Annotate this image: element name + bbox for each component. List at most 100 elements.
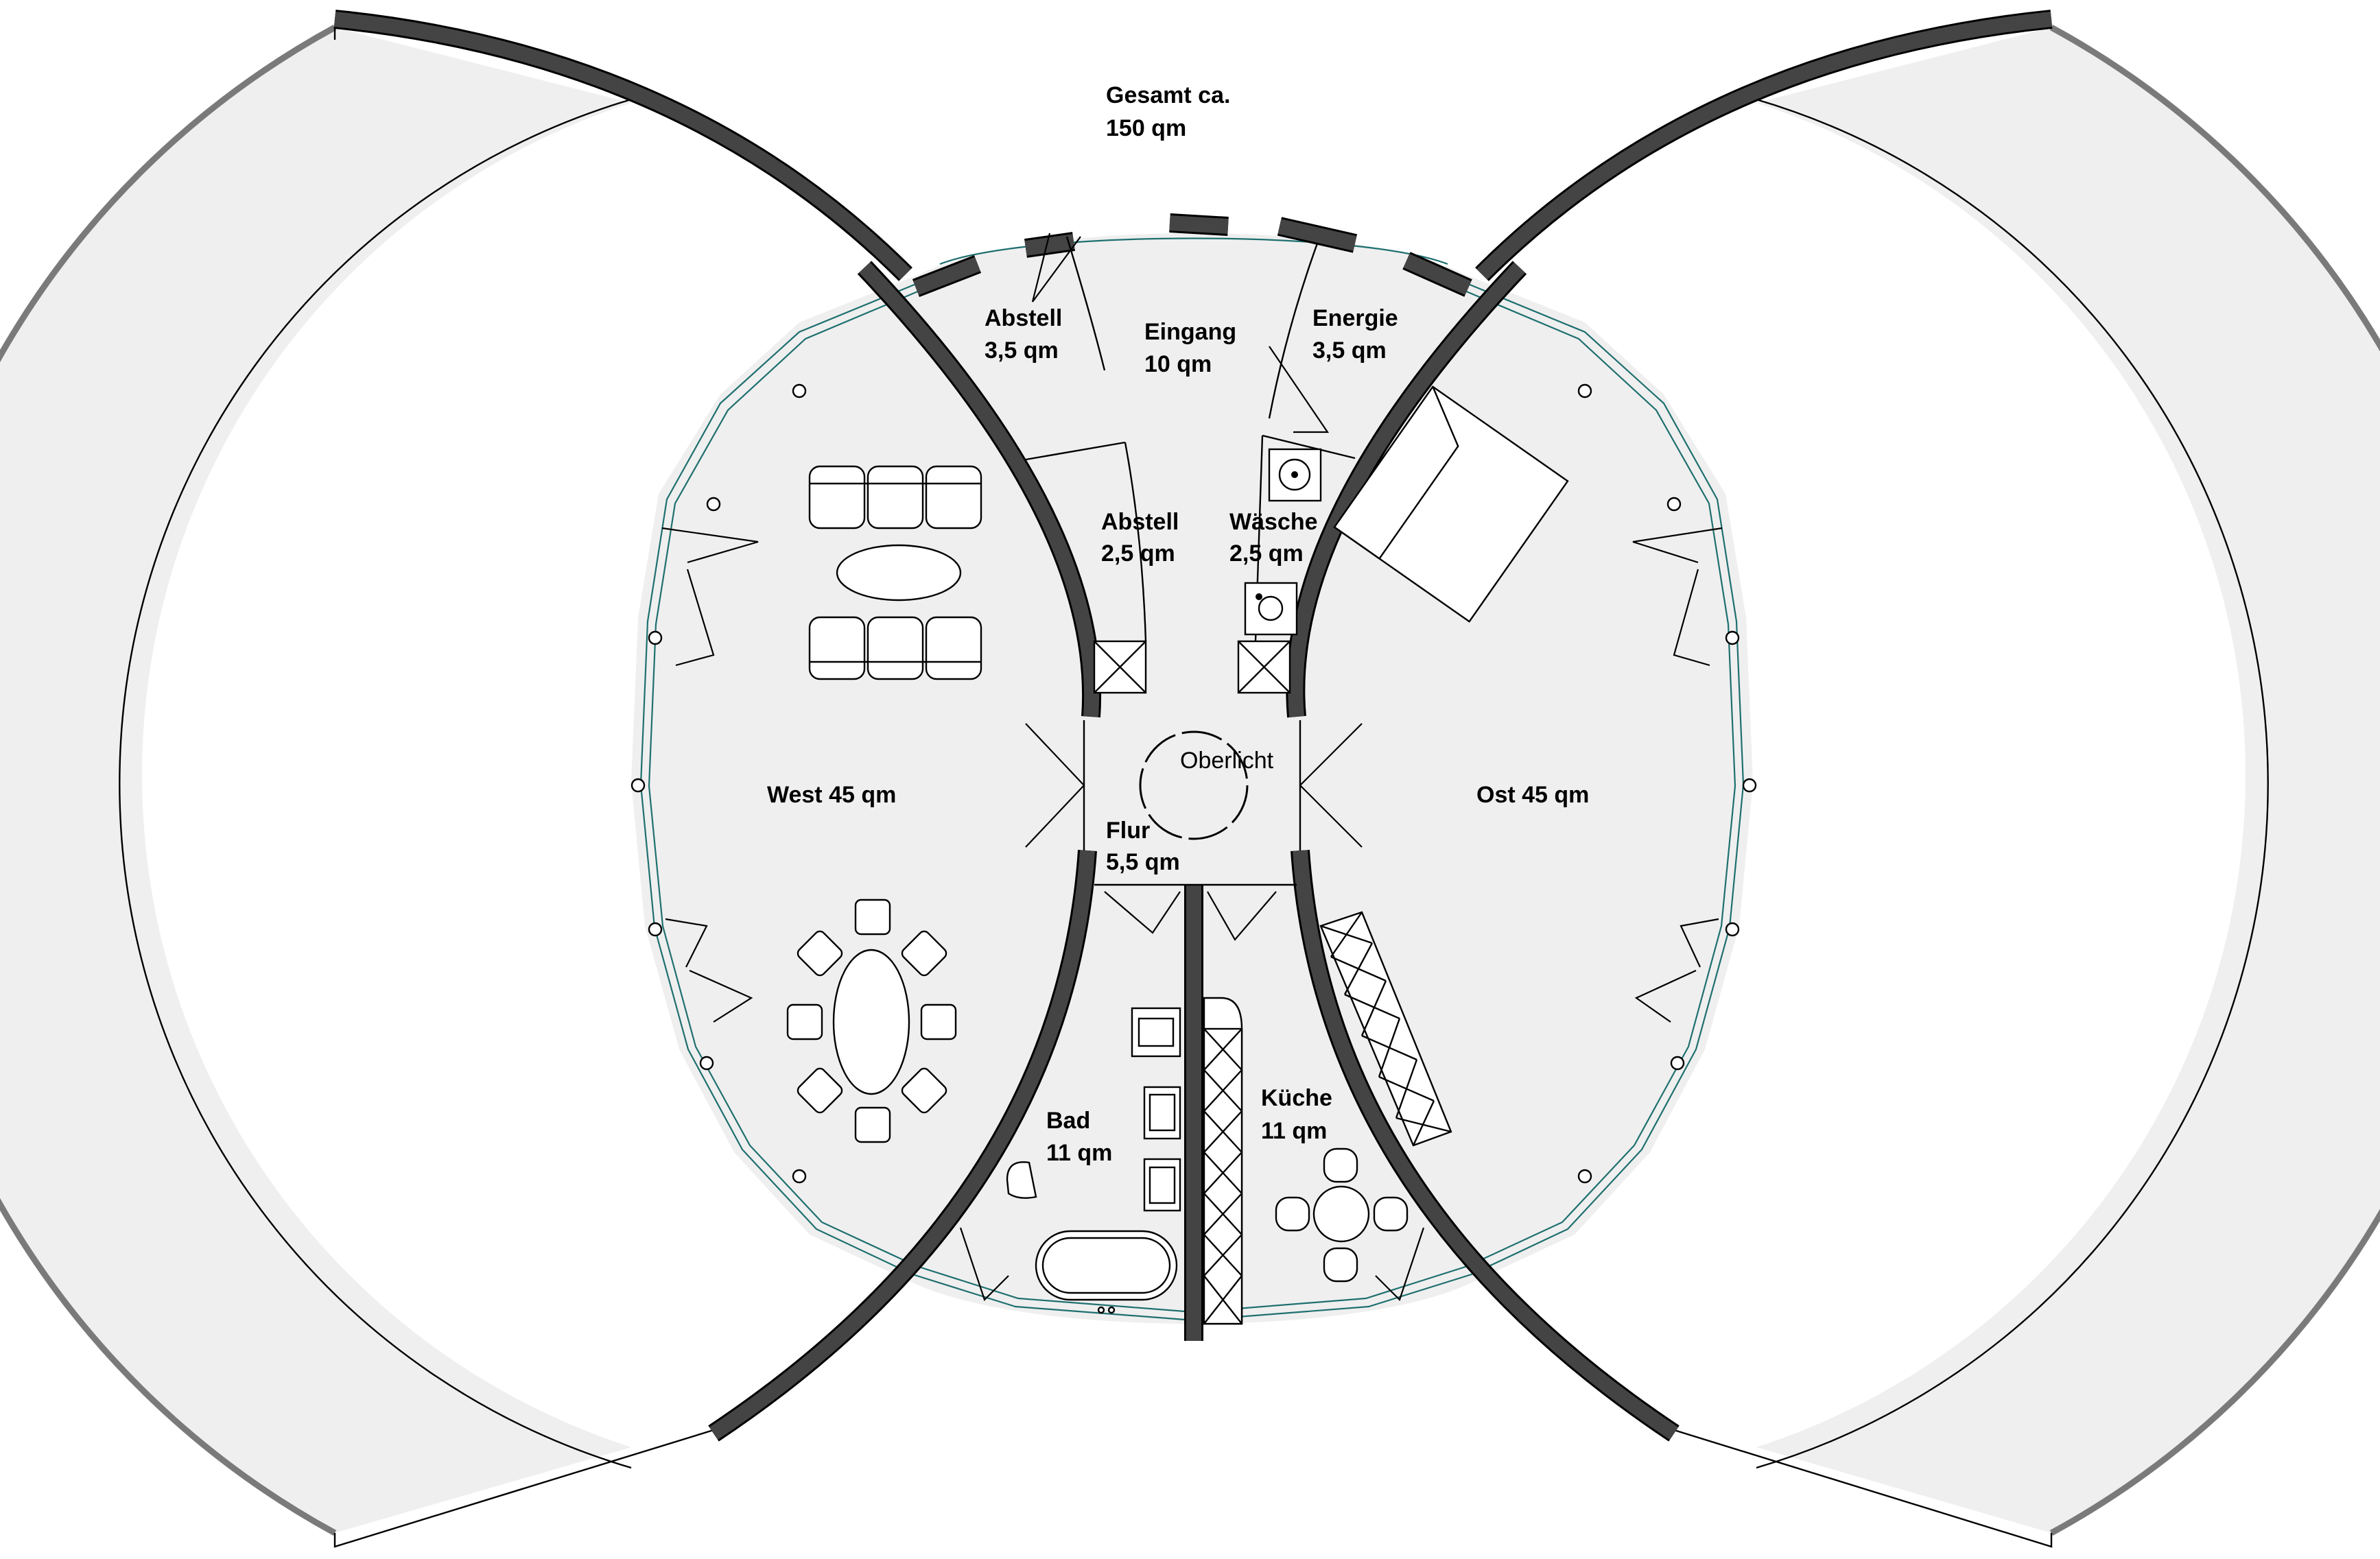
bad-name: Bad [1046, 1108, 1090, 1134]
window-swing [1375, 1227, 1425, 1302]
column [792, 383, 807, 398]
tub-drain [1097, 1306, 1105, 1314]
flur-area: 5,5 qm [1106, 849, 1180, 875]
window-swing [689, 969, 753, 1023]
bath-fixtures [1006, 1007, 1181, 1314]
west-room-label: West 45 qm [767, 782, 896, 808]
perimeter-columns [631, 383, 1757, 1184]
total-area-value: 150 qm [1106, 115, 1186, 141]
dining-chair [797, 930, 843, 977]
west-wing [0, 25, 714, 1548]
column [648, 630, 663, 645]
window-swing [1673, 569, 1710, 667]
dining-chair [854, 1106, 891, 1143]
west-dining [786, 898, 957, 1143]
east-bottom-edge [1673, 1429, 2053, 1548]
west-outer-shell-outline [0, 25, 337, 1536]
west-lens-wall-low-inner [709, 850, 1095, 1440]
kueche-area: 11 qm [1261, 1118, 1327, 1144]
washbasin-top-inner [1138, 1017, 1175, 1047]
shower-tray [1006, 1161, 1037, 1199]
west-inner-shell-line [119, 98, 632, 1469]
eingang-area: 10 qm [1144, 351, 1212, 377]
west-living [808, 465, 982, 680]
bathtub-inner [1041, 1237, 1171, 1294]
window-swing [665, 918, 708, 968]
east-bed [1333, 385, 1569, 623]
washbasin-inner [1148, 1093, 1176, 1132]
column [631, 778, 646, 793]
column [1725, 922, 1740, 937]
column [1577, 1169, 1592, 1184]
window-swing [1680, 918, 1719, 968]
eingang-name: Eingang [1144, 319, 1236, 345]
dining-chair [920, 1003, 957, 1040]
waesche-area: 2,5 qm [1229, 540, 1304, 567]
abstell-inner-area: 2,5 qm [1101, 540, 1175, 567]
washing-machine [1268, 448, 1322, 502]
column [1577, 383, 1592, 398]
door-swing-kueche [1207, 891, 1277, 941]
sofa-bottom [808, 616, 982, 680]
window-swings [661, 527, 1723, 1302]
column [1666, 497, 1682, 512]
column [792, 1169, 807, 1184]
west-bottom-edge [333, 1429, 714, 1548]
door-swing-flur-w [1025, 723, 1085, 848]
eingang-divider [1268, 243, 1319, 419]
column [648, 922, 663, 937]
dining-chair [854, 898, 891, 936]
column [1742, 778, 1757, 793]
kitchen-table [1312, 1185, 1370, 1243]
door-swing-bad [1104, 891, 1181, 934]
east-outer-shell-outline [2049, 25, 2380, 1536]
east-lens-wall-low-inner [1293, 850, 1679, 1440]
kitchen-chair [1323, 1147, 1358, 1183]
column [706, 497, 721, 512]
dining-chair [786, 1003, 823, 1040]
waesche-top [1262, 434, 1356, 460]
west-lens-wall-inner [859, 262, 1099, 717]
total-area-label: Gesamt ca. [1106, 82, 1230, 108]
window-swing [959, 1227, 1009, 1302]
dryer [1244, 582, 1298, 636]
column [1725, 630, 1740, 645]
shaft-west [1093, 640, 1147, 694]
east-top-wall-inner [1476, 12, 2053, 280]
kitchen-chair [1275, 1196, 1310, 1232]
east-wing [1673, 25, 2380, 1548]
west-top-wall-inner [333, 12, 911, 280]
east-outer-shell [1756, 27, 2380, 1533]
bad-area: 11 qm [1046, 1140, 1112, 1166]
abstell-north-area: 3,5 qm [985, 337, 1059, 364]
sofa-top [808, 465, 982, 529]
door-swings [1025, 233, 1363, 941]
skylight-label: Oberlicht [1180, 748, 1274, 774]
window-swing [1632, 527, 1723, 564]
west-outer-shell [0, 27, 631, 1533]
kueche-name: Küche [1261, 1085, 1332, 1111]
abstell-north-name: Abstell [985, 305, 1062, 331]
door-swing-entry [1031, 233, 1081, 302]
east-cabinets [1319, 911, 1452, 1147]
shaft-east [1237, 640, 1291, 694]
energie-area: 3,5 qm [1312, 337, 1387, 364]
kitchen-dining [1275, 1147, 1409, 1283]
abstell-inner-right [1124, 442, 1147, 642]
east-lens-wall-inner [1288, 262, 1525, 717]
east-room-label: Ost 45 qm [1476, 782, 1589, 808]
column [1670, 1056, 1685, 1071]
waesche-name: Wäsche [1229, 509, 1318, 535]
abstell-inner-name: Abstell [1101, 509, 1179, 535]
dining-chair [901, 1067, 947, 1114]
kitchen-chair [1323, 1247, 1358, 1283]
tub-drain [1107, 1306, 1116, 1314]
flur-name: Flur [1106, 818, 1150, 844]
dining-chair [797, 1067, 843, 1114]
skylight: Oberlicht [1139, 730, 1274, 840]
kitchen-chair [1373, 1196, 1409, 1232]
dining-table [832, 949, 910, 1095]
abstell-wall [1065, 236, 1106, 371]
column [699, 1056, 714, 1071]
